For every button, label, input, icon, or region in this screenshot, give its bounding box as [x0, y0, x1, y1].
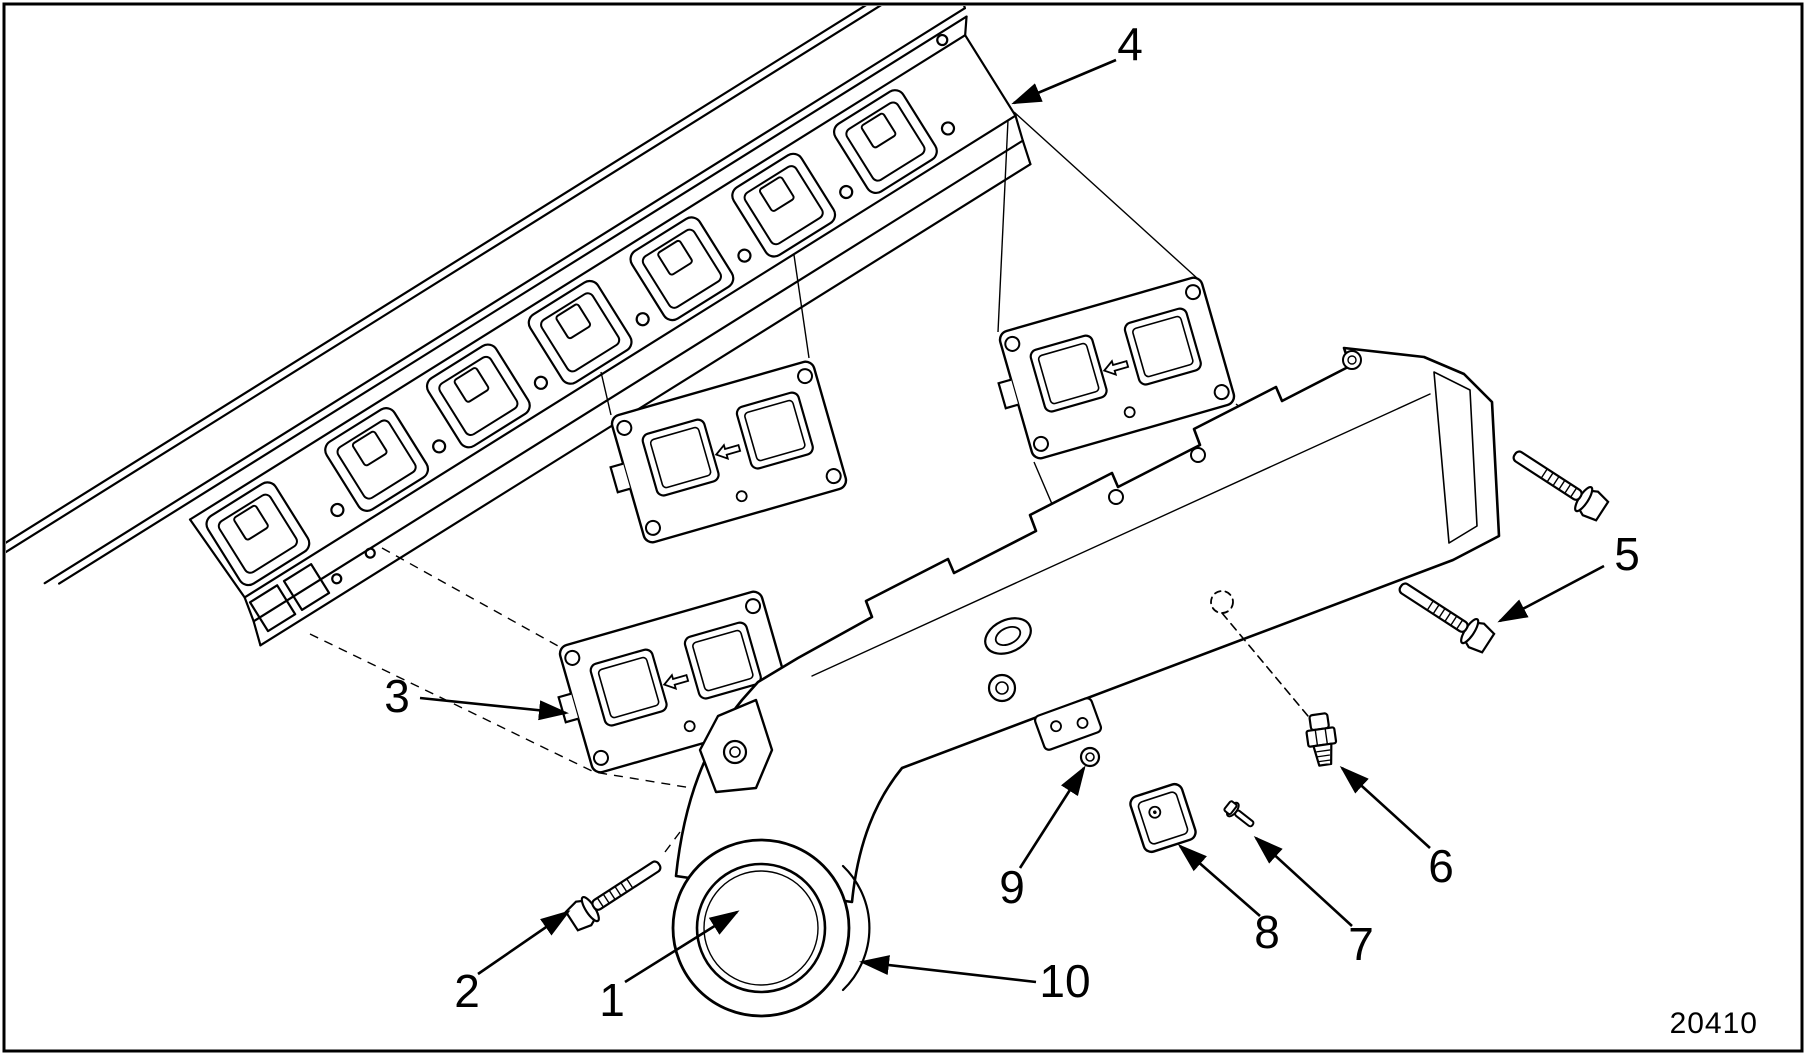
- leader-6: [1339, 765, 1431, 849]
- cover-screw: [1223, 800, 1255, 828]
- leader-8: [1177, 844, 1261, 917]
- leader-4: [1011, 58, 1117, 105]
- manifold-port-opening: [984, 617, 1032, 655]
- leader-9: [1018, 765, 1086, 869]
- figure-number: 20410: [1669, 1007, 1758, 1040]
- leader-10: [859, 955, 1037, 984]
- exhaust-port: [523, 276, 637, 389]
- manifold-bolt-front: [563, 851, 668, 934]
- callout-4: 4: [1117, 18, 1143, 70]
- exhaust-port: [320, 403, 433, 516]
- exhaust-port: [829, 85, 942, 198]
- cover-mounting-pad: [1033, 697, 1103, 751]
- exhaust-manifold-gasket-middle: [596, 358, 850, 550]
- callout-1: 1: [599, 974, 625, 1026]
- manifold-bolt-lower: [1392, 573, 1497, 656]
- leader-5: [1497, 564, 1605, 623]
- callout-7: 7: [1348, 918, 1374, 970]
- exhaust-port: [422, 339, 535, 453]
- cylinder-head: [6, 6, 1032, 647]
- cover-plate: [1129, 782, 1197, 854]
- callout-10: 10: [1039, 955, 1091, 1007]
- callout-leaders: [419, 58, 1605, 984]
- callout-8: 8: [1254, 906, 1280, 958]
- exhaust-port: [727, 148, 840, 262]
- callout-9: 9: [999, 861, 1025, 913]
- manifold-outlet-flange: [671, 838, 871, 1018]
- leader-1: [624, 910, 740, 984]
- exhaust-manifold: [671, 346, 1501, 1018]
- callout-2: 2: [454, 965, 480, 1017]
- sealing-washer: [1079, 746, 1101, 768]
- head-bolt-hole: [936, 33, 949, 47]
- leader-7: [1253, 835, 1353, 927]
- callout-6: 6: [1428, 840, 1454, 892]
- leader-3: [419, 696, 569, 721]
- leader-2: [477, 910, 571, 976]
- manifold-bolt-upper: [1506, 441, 1611, 524]
- exhaust-port: [625, 212, 739, 325]
- callout-5: 5: [1614, 528, 1640, 580]
- callout-3: 3: [384, 670, 410, 722]
- pipe-plug-fitting: [1305, 712, 1338, 767]
